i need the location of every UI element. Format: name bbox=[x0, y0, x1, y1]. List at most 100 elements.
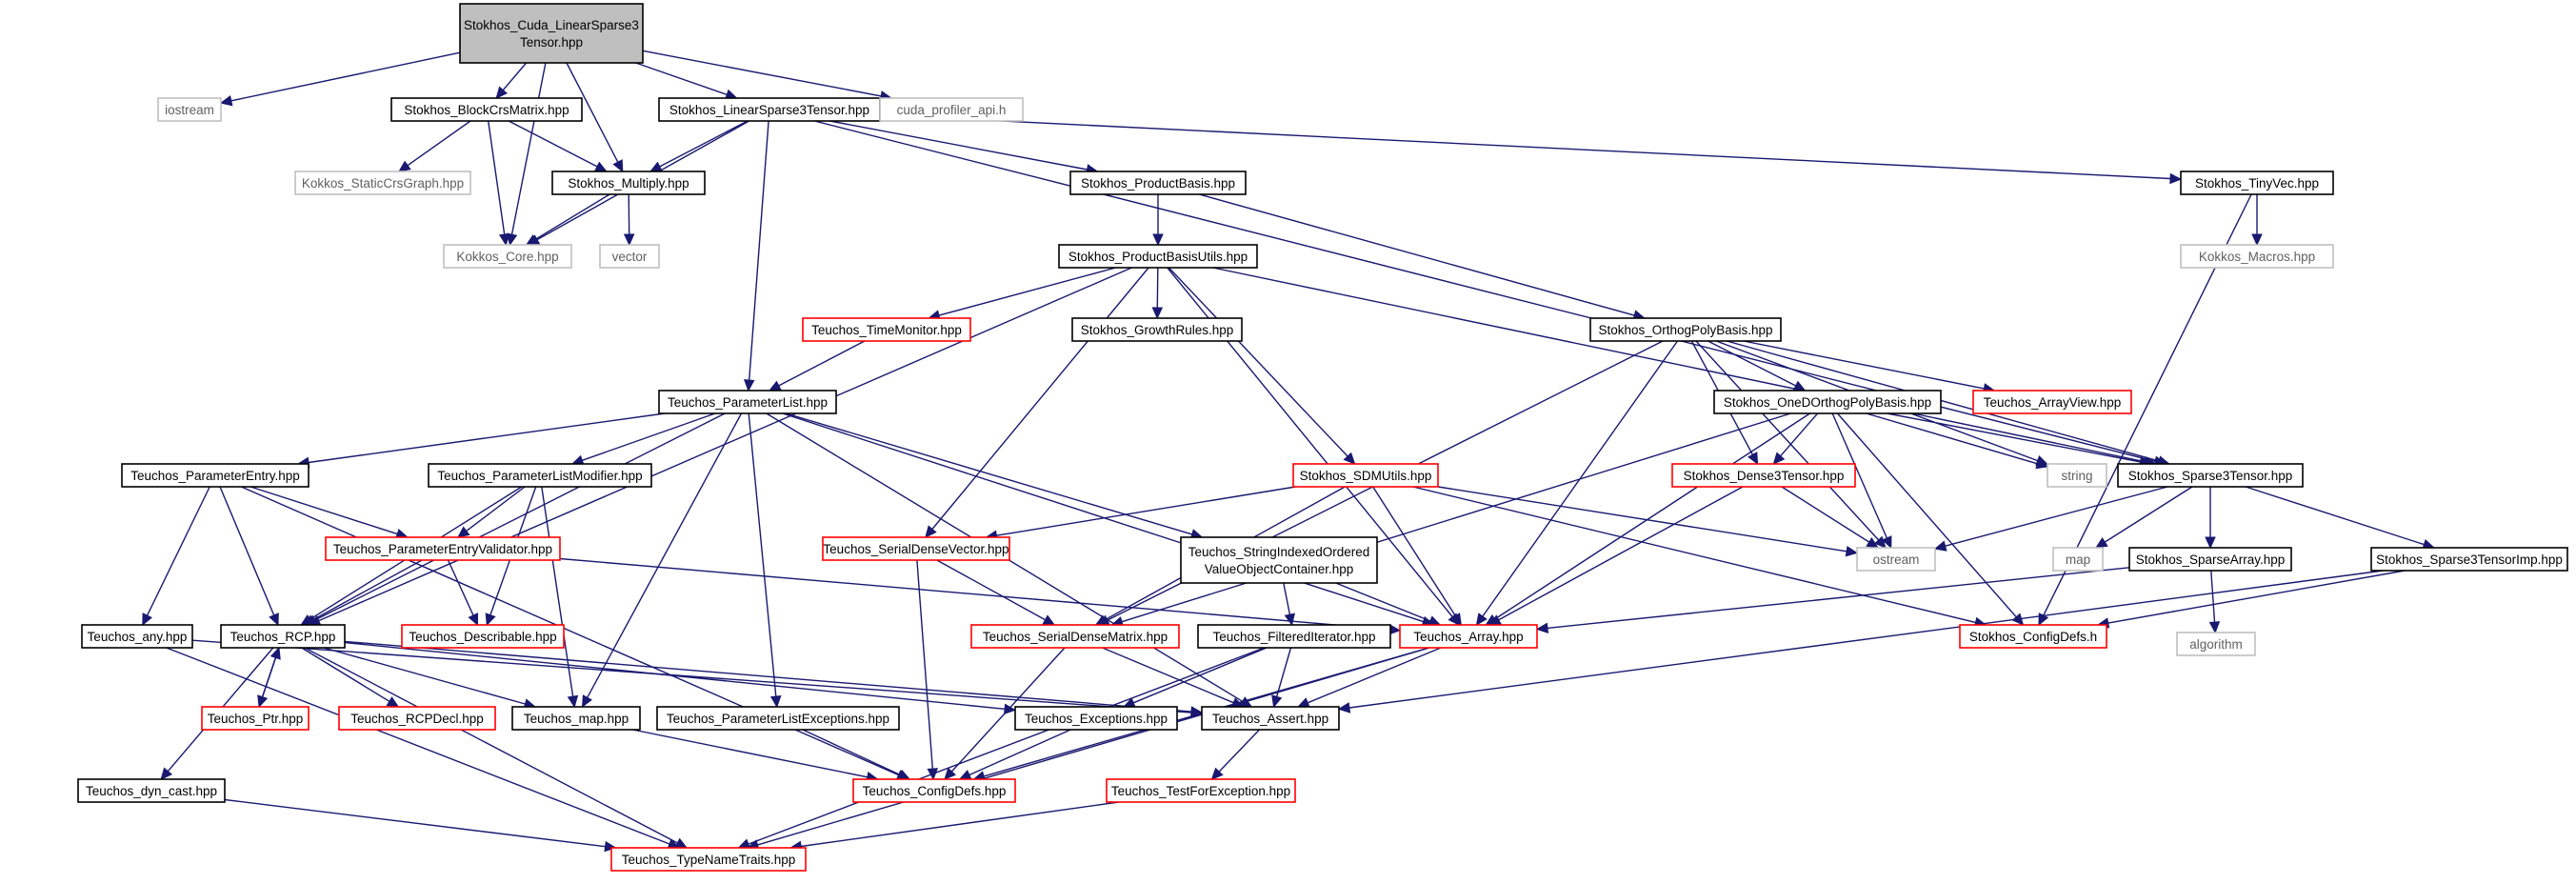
edge-linsparse-to-sparse3 bbox=[814, 120, 2167, 467]
node-cudaprof: cuda_profiler_api.h bbox=[879, 97, 1024, 122]
node-label: Teuchos_Exceptions.hpp bbox=[1025, 712, 1168, 726]
node-label: Teuchos_RCP.hpp bbox=[230, 630, 336, 644]
node-label: Stokhos_GrowthRules.hpp bbox=[1081, 323, 1234, 337]
node-pbutils[interactable]: Stokhos_ProductBasisUtils.hpp bbox=[1058, 244, 1258, 269]
node-oned[interactable]: Stokhos_OneDOrthogPolyBasis.hpp bbox=[1713, 390, 1942, 414]
node-sparse3imp[interactable]: Stokhos_Sparse3TensorImp.hpp bbox=[2370, 547, 2568, 572]
node-label: cuda_profiler_api.h bbox=[897, 103, 1007, 117]
edge-tmap-to-configdefs_t bbox=[632, 729, 879, 783]
edge-ptr-to-rcp bbox=[258, 646, 281, 708]
node-ostream: ostream bbox=[1856, 547, 1936, 572]
node-exceptions[interactable]: Teuchos_Exceptions.hpp bbox=[1014, 706, 1178, 731]
node-arrayview[interactable]: Teuchos_ArrayView.hpp bbox=[1972, 390, 2132, 414]
edge-any-to-typename bbox=[166, 647, 681, 850]
node-dense3[interactable]: Stokhos_Dense3Tensor.hpp bbox=[1671, 463, 1856, 488]
edge-oned-to-dense3 bbox=[1772, 412, 1819, 465]
node-paramlist[interactable]: Teuchos_ParameterList.hpp bbox=[658, 390, 837, 414]
node-rcpdecl[interactable]: Teuchos_RCPDecl.hpp bbox=[338, 706, 496, 731]
edge-oned-to-string bbox=[1866, 412, 2049, 470]
node-testexc[interactable]: Teuchos_TestForException.hpp bbox=[1106, 778, 1296, 803]
node-box bbox=[1959, 624, 2107, 649]
node-box bbox=[1671, 463, 1856, 488]
node-label: Stokhos_ConfigDefs.h bbox=[1969, 630, 2097, 644]
node-label: Stokhos_OrthogPolyBasis.hpp bbox=[1598, 323, 1772, 337]
edge-dyncast-to-typename bbox=[224, 798, 617, 853]
node-box bbox=[338, 706, 496, 731]
edge-rcp-to-assert bbox=[344, 640, 1204, 717]
edge-orthopoly-to-ostream bbox=[1695, 340, 1887, 549]
node-assert[interactable]: Teuchos_Assert.hpp bbox=[1201, 706, 1340, 731]
node-tinyvec[interactable]: Stokhos_TinyVec.hpp bbox=[2180, 171, 2334, 195]
node-configdefs_t[interactable]: Teuchos_ConfigDefs.hpp bbox=[852, 778, 1016, 803]
edge-rcp-to-exceptions bbox=[344, 641, 1017, 715]
node-ptr[interactable]: Teuchos_Ptr.hpp bbox=[201, 706, 310, 731]
edge-paramentry-to-pevalidator bbox=[250, 486, 409, 539]
node-box bbox=[157, 97, 222, 122]
node-dyncast[interactable]: Teuchos_dyn_cast.hpp bbox=[77, 778, 226, 803]
node-label: Stokhos_SDMUtils.hpp bbox=[1300, 469, 1432, 483]
edge-assert-to-testexc bbox=[1210, 729, 1261, 780]
node-describable[interactable]: Teuchos_Describable.hpp bbox=[401, 624, 565, 649]
node-linsparse[interactable]: Stokhos_LinearSparse3Tensor.hpp bbox=[658, 97, 881, 122]
node-sdmatrix[interactable]: Teuchos_SerialDenseMatrix.hpp bbox=[970, 624, 1180, 649]
node-blockcrs[interactable]: Stokhos_BlockCrsMatrix.hpp bbox=[390, 97, 583, 122]
node-growth[interactable]: Stokhos_GrowthRules.hpp bbox=[1071, 317, 1243, 342]
edge-pevalidator-to-rcp bbox=[302, 559, 423, 626]
node-orthopoly[interactable]: Stokhos_OrthogPolyBasis.hpp bbox=[1589, 317, 1782, 342]
node-paramentry[interactable]: Teuchos_ParameterEntry.hpp bbox=[121, 463, 310, 488]
node-label: Teuchos_ParameterEntryValidator.hpp bbox=[333, 542, 552, 556]
node-box bbox=[1713, 390, 1942, 414]
edge-oned-to-ostream bbox=[1831, 412, 1892, 550]
node-sparsearray[interactable]: Stokhos_SparseArray.hpp bbox=[2128, 547, 2292, 572]
node-multiply[interactable]: Stokhos_Multiply.hpp bbox=[551, 171, 706, 195]
edge-sparse3-to-ostream bbox=[1933, 486, 2168, 552]
node-algorithm: algorithm bbox=[2176, 632, 2256, 656]
node-plexceptions[interactable]: Teuchos_ParameterListExceptions.hpp bbox=[656, 706, 900, 731]
node-label: Stokhos_LinearSparse3Tensor.hpp bbox=[669, 103, 869, 117]
node-label: Teuchos_Ptr.hpp bbox=[208, 712, 304, 726]
node-box bbox=[2176, 632, 2256, 656]
node-label: Teuchos_any.hpp bbox=[88, 630, 188, 644]
node-sdmutils[interactable]: Stokhos_SDMUtils.hpp bbox=[1292, 463, 1439, 488]
edge-root-to-cudaprof bbox=[642, 50, 893, 102]
edge-root-to-multiply bbox=[566, 62, 624, 173]
node-rcp[interactable]: Teuchos_RCP.hpp bbox=[220, 624, 346, 649]
node-box bbox=[511, 706, 641, 731]
node-label: Teuchos_StringIndexedOrdered bbox=[1188, 545, 1370, 559]
node-box bbox=[1069, 171, 1247, 195]
node-vector: vector bbox=[599, 244, 660, 269]
edge-array-to-typename bbox=[746, 647, 1430, 851]
node-typename[interactable]: Teuchos_TypeNameTraits.hpp bbox=[610, 847, 807, 872]
node-box bbox=[2180, 244, 2334, 269]
node-label: Stokhos_TinyVec.hpp bbox=[2195, 176, 2319, 191]
node-plmodifier[interactable]: Teuchos_ParameterListModifier.hpp bbox=[428, 463, 652, 488]
node-timemon[interactable]: Teuchos_TimeMonitor.hpp bbox=[802, 317, 971, 342]
node-box bbox=[390, 97, 583, 122]
edge-root-to-linsparse bbox=[635, 62, 738, 100]
edge-exceptions-to-configdefs_t bbox=[958, 729, 1071, 780]
node-label: Teuchos_SerialDenseVector.hpp bbox=[823, 542, 1008, 556]
node-filtered[interactable]: Teuchos_FilteredIterator.hpp bbox=[1197, 624, 1391, 649]
node-box bbox=[802, 317, 971, 342]
node-sparse3[interactable]: Stokhos_Sparse3Tensor.hpp bbox=[2117, 463, 2304, 488]
node-label: vector bbox=[612, 250, 648, 264]
node-prodbasis[interactable]: Stokhos_ProductBasis.hpp bbox=[1069, 171, 1247, 195]
node-label: string bbox=[2061, 469, 2092, 483]
edge-linsparse-to-tinyvec bbox=[879, 114, 2183, 185]
node-box bbox=[1014, 706, 1178, 731]
edge-root-to-iostream bbox=[219, 51, 461, 107]
node-label: Teuchos_Assert.hpp bbox=[1212, 712, 1328, 726]
node-root[interactable]: Stokhos_Cuda_LinearSparse3Tensor.hpp bbox=[459, 3, 644, 64]
node-sdvector[interactable]: Teuchos_SerialDenseVector.hpp bbox=[822, 536, 1010, 561]
node-strindexed[interactable]: Teuchos_StringIndexedOrderedValueObjectC… bbox=[1180, 536, 1378, 584]
node-configdefs_s[interactable]: Stokhos_ConfigDefs.h bbox=[1959, 624, 2107, 649]
node-any[interactable]: Teuchos_any.hpp bbox=[81, 624, 193, 649]
node-label: Teuchos_map.hpp bbox=[524, 712, 629, 726]
edge-oned-to-array bbox=[1485, 412, 1810, 626]
node-pevalidator[interactable]: Teuchos_ParameterEntryValidator.hpp bbox=[325, 536, 561, 561]
edge-paramlist-to-plmodifier bbox=[570, 412, 716, 466]
edge-paramlist-to-plexceptions bbox=[748, 412, 782, 709]
node-array[interactable]: Teuchos_Array.hpp bbox=[1399, 624, 1538, 649]
node-tmap[interactable]: Teuchos_map.hpp bbox=[511, 706, 641, 731]
